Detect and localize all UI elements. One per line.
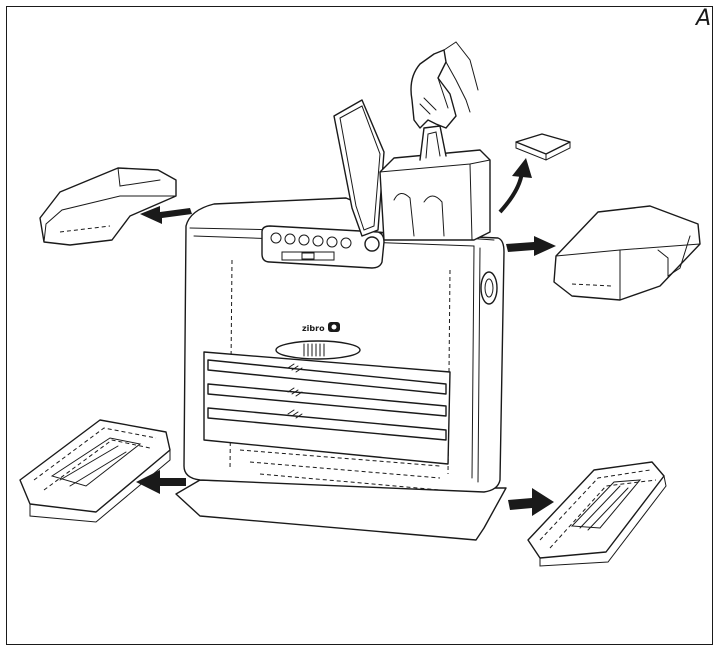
figure-label: A xyxy=(695,6,711,31)
bottom-right-foot xyxy=(527,461,667,567)
top-left-cover xyxy=(39,167,177,246)
arrow-top-left xyxy=(140,206,192,224)
arrow-tank-to-cap xyxy=(498,158,532,214)
bottom-left-foot xyxy=(19,419,171,523)
svg-text:zibro: zibro xyxy=(302,324,325,333)
heater-body: zibro xyxy=(175,197,507,541)
arrow-bottom-left xyxy=(136,470,186,494)
arrow-bottom-right xyxy=(508,488,554,516)
top-right-cover xyxy=(553,205,701,301)
fuel-cap xyxy=(515,133,571,161)
figure-frame xyxy=(6,6,713,645)
tank-lid xyxy=(333,99,385,237)
brand-logo: zibro xyxy=(302,322,340,333)
fuel-tank xyxy=(379,125,491,241)
arrow-top-right xyxy=(506,236,556,256)
hand-illustration xyxy=(410,41,479,129)
